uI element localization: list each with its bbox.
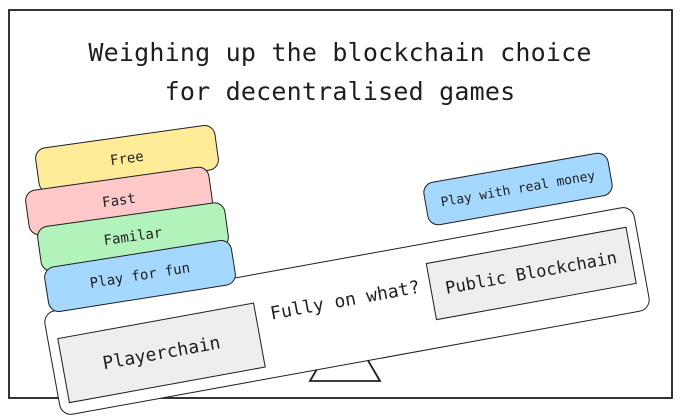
outer-frame	[8, 9, 673, 399]
diagram-title-line-1: Weighing up the blockchain choice	[88, 38, 592, 67]
right-pan-label: Public Blockchain	[443, 248, 619, 299]
stack-item-familar-label: Familar	[102, 224, 164, 250]
stack-item-free-label: Free	[109, 148, 145, 170]
left-pan-label: Playerchain	[100, 331, 223, 374]
diagram-title-line-2: for decentralised games	[164, 77, 516, 106]
stack-item-fast-label: Fast	[101, 190, 137, 212]
stack-item-play-for-fun-label: Play for fun	[88, 260, 192, 292]
